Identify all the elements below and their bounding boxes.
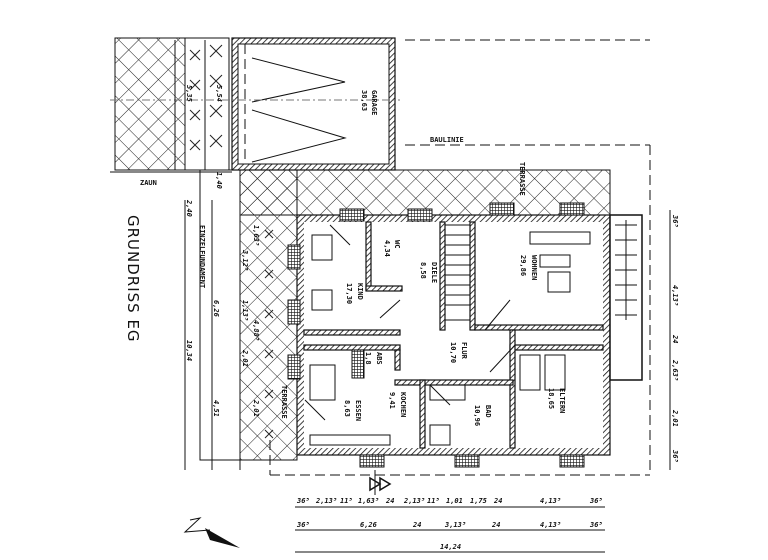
dimension-right: 36⁵ — [671, 214, 679, 228]
dimension-right: 24 — [671, 334, 679, 343]
dimension-bottom-2: 24 — [412, 521, 421, 529]
dimension-total: 14,24 — [440, 543, 461, 551]
room-bad-name: BAD — [484, 405, 492, 418]
zaun-label: ZAUN — [140, 179, 157, 187]
room-abs-area: 1,8 — [364, 352, 372, 365]
room-kochen-name: KOCHEN — [399, 392, 407, 417]
dimension-left: 5,35 — [185, 85, 193, 102]
room-flur-area: 10,70 — [449, 342, 457, 363]
dimension-left: 2,01 — [241, 349, 249, 367]
terrace-left-label: TERRASSE — [280, 385, 288, 419]
room-eltern-name: ELTERN — [558, 388, 566, 413]
dimension-bottom-2: 4,13⁵ — [540, 521, 561, 529]
room-diele-name: DIELE — [430, 262, 438, 283]
dimension-bottom-1: 2,13⁵ — [403, 497, 425, 505]
dimension-left: 1,40 — [215, 172, 223, 189]
dimension-right: 2,63⁵ — [671, 359, 679, 381]
room-flur-name: FLUR — [460, 342, 468, 360]
room-essen-area: 8,63 — [343, 400, 351, 417]
dimension-left: 5,54 — [215, 85, 223, 102]
dimension-bottom-2: 6,26 — [360, 521, 377, 529]
section-marker-icon — [369, 470, 392, 495]
dimension-bottom-1: 4,13⁵ — [540, 497, 561, 505]
room-wc-area: 4,34 — [383, 240, 391, 257]
room-wohnen-area: 29,86 — [519, 255, 527, 276]
dimension-bottom-1: 2,13⁵ — [315, 497, 337, 505]
dimension-bottom-2: 3,13⁵ — [444, 521, 466, 529]
paved-area-left — [114, 37, 230, 171]
terrace-top-label: TERRASSE — [518, 162, 526, 196]
dimension-right: 2,01 — [671, 409, 679, 427]
garage — [110, 37, 400, 171]
dimension-left: 10,34 — [185, 340, 193, 361]
dimension-left: 2,01 — [252, 399, 260, 417]
dimension-bottom-2: 36⁵ — [296, 521, 310, 529]
room-eltern-area: 18,65 — [547, 388, 555, 409]
chimney — [351, 349, 365, 379]
room-garage-area: 38,63 — [360, 90, 368, 111]
dimension-bottom-1: 1,75 — [470, 497, 487, 505]
einzelfundament-label: EINZELFUNDAMENT — [198, 225, 206, 288]
stairs — [444, 224, 471, 321]
baulinie-line — [269, 39, 651, 476]
dimension-left: 2,40 — [185, 199, 193, 217]
dimension-right: 36⁵ — [671, 449, 679, 463]
room-wc-name: WC — [393, 240, 401, 248]
room-kind-area: 17,30 — [345, 283, 353, 304]
dimension-bottom-1: 11⁵ — [427, 497, 440, 505]
dimension-bottom-1: 1,63⁵ — [358, 497, 379, 505]
room-diele-area: 8,58 — [419, 262, 427, 279]
room-labels: GARAGE 38,63 WC 4,34 KIND 17,30 DIELE 8,… — [198, 90, 566, 426]
house — [287, 202, 643, 468]
dimension-bottom-1: 24 — [493, 497, 502, 505]
dimension-right: 4,13⁵ — [671, 285, 679, 306]
room-bad-area: 10,96 — [473, 405, 481, 426]
dimension-left: 6,26 — [212, 300, 220, 317]
room-kind-name: KIND — [356, 283, 364, 300]
foundation-marks — [264, 229, 274, 439]
furniture — [309, 231, 591, 446]
dimension-left: 4,88⁵ — [252, 320, 260, 341]
plan-title: GRUNDRISS EG — [124, 215, 142, 343]
dimension-left: 4,51 — [212, 400, 220, 417]
room-essen-name: ESSEN — [354, 400, 362, 421]
room-garage-name: GARAGE — [370, 90, 378, 115]
dimension-bottom-2: 24 — [491, 521, 500, 529]
dimension-bottom-1: 24 — [385, 497, 394, 505]
dimension-left: 1,13⁵ — [241, 300, 249, 321]
dimension-bottom-1: 1,01 — [446, 497, 463, 505]
dimension-left: 3,12⁵ — [241, 249, 249, 271]
dimension-bottom-1: 36⁵ — [296, 497, 310, 505]
north-arrow-icon — [183, 517, 240, 548]
room-wohnen-name: WOHNEN — [530, 255, 538, 280]
room-abs-name: ABS — [375, 352, 383, 365]
dimension-lines — [174, 40, 671, 553]
dimension-bottom-2: 36⁵ — [589, 521, 603, 529]
dimension-bottom-1: 11⁵ — [340, 497, 353, 505]
windows — [287, 202, 585, 468]
dimension-left: 1,63⁵ — [252, 225, 260, 246]
baulinie-label: BAULINIE — [430, 136, 464, 144]
room-kochen-area: 9,41 — [388, 392, 396, 409]
dimension-bottom-1: 36⁵ — [589, 497, 603, 505]
